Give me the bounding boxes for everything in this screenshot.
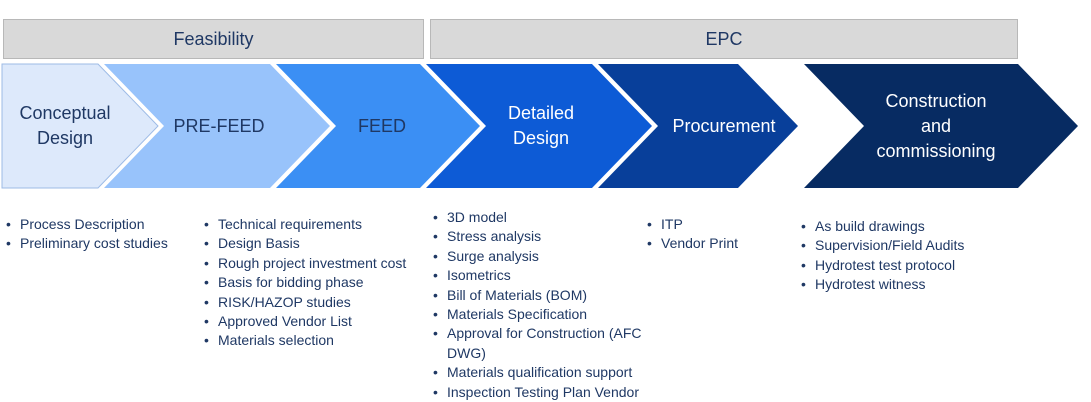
stage-label-detailed-design: Detailed Design (507, 103, 575, 148)
list-construction: As build drawings Supervision/Field Audi… (799, 217, 999, 295)
stage-label-procurement: Procurement (672, 115, 776, 136)
list-item: Vendor Print (645, 234, 785, 254)
chevron-detailed-design (426, 64, 652, 188)
list-item: Materials qualification support (431, 363, 653, 383)
list-item: Surge analysis (431, 247, 653, 267)
list-item: Bill of Materials (BOM) (431, 286, 653, 306)
list-item: Design Basis (202, 234, 407, 254)
list-item: Inspection Testing Plan Vendor (431, 383, 653, 402)
list-item: 3D model (431, 208, 653, 228)
list-item: Materials Specification (431, 305, 653, 325)
list-item: Approved Vendor List (202, 312, 407, 332)
list-item: Basis for bidding phase (202, 273, 407, 293)
stage-label-conceptual-design: Conceptual Design (19, 103, 111, 148)
list-procurement: ITP Vendor Print (645, 215, 785, 254)
stage-label-construction: Construction and commissioning (876, 90, 996, 161)
list-item: Process Description (4, 215, 189, 235)
list-item: Preliminary cost studies (4, 234, 189, 254)
phase-bar-epc: EPC (430, 19, 1018, 59)
list-item: As build drawings (799, 217, 999, 237)
chevron-procurement (598, 64, 798, 188)
list-item: Hydrotest test protocol (799, 256, 999, 276)
list-item: Stress analysis (431, 227, 653, 247)
list-conceptual-design: Process Description Preliminary cost stu… (4, 215, 189, 254)
phase-label-feasibility: Feasibility (173, 28, 254, 49)
phase-bar-feasibility: Feasibility (3, 19, 424, 59)
list-item: Isometrics (431, 266, 653, 286)
list-item: Rough project investment cost (202, 254, 407, 274)
stage-label-pre-feed: PRE-FEED (173, 115, 265, 136)
chevron-construction (804, 64, 1078, 188)
chevron-conceptual-design (1, 63, 159, 189)
phase-label-epc: EPC (705, 28, 743, 49)
chevron-feed (276, 64, 480, 188)
list-detailed-design: 3D model Stress analysis Surge analysis … (431, 208, 653, 402)
list-item: Materials selection (202, 331, 407, 351)
list-item: Hydrotest witness (799, 275, 999, 295)
list-pre-feed: Technical requirements Design Basis Roug… (202, 215, 407, 351)
list-item: Technical requirements (202, 215, 407, 235)
chevron-pre-feed (104, 64, 330, 188)
list-item: ITP (645, 215, 785, 235)
stage-label-feed: FEED (357, 115, 406, 136)
list-item: RISK/HAZOP studies (202, 293, 407, 313)
list-item: Approval for Construction (AFC DWG) (431, 324, 653, 363)
list-item: Supervision/Field Audits (799, 236, 999, 256)
